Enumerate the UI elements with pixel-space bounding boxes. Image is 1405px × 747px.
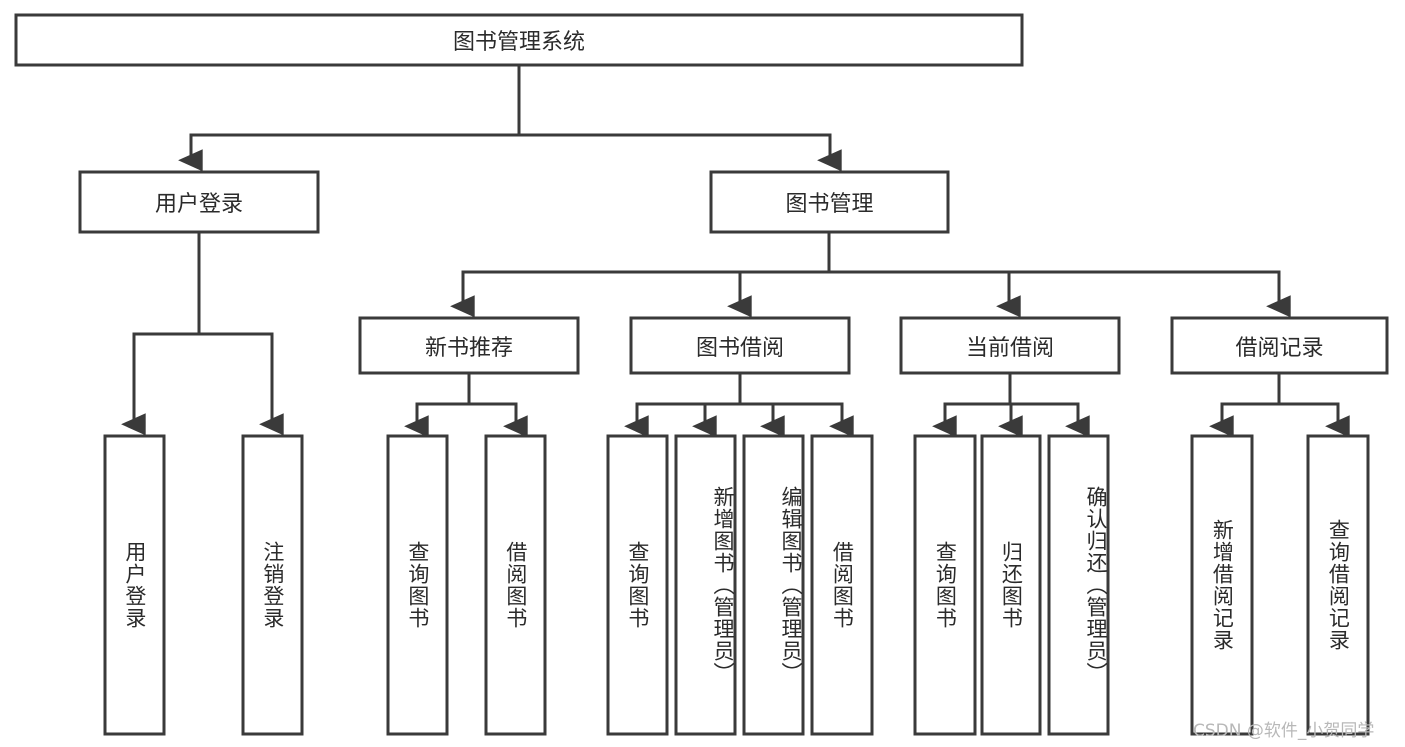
edge-group-root [178, 63, 842, 172]
leaf-edit-book-admin[interactable] [742, 434, 805, 736]
leaf-user-login[interactable] [103, 434, 166, 736]
node-borrow-record[interactable] [1170, 316, 1389, 375]
edge-group-user-login [121, 230, 284, 436]
node-new-book-recommend[interactable] [358, 316, 580, 375]
edge-group-borrow-record [1209, 371, 1350, 438]
leaf-confirm-return-admin[interactable] [1047, 434, 1110, 736]
node-current-borrow[interactable] [899, 316, 1121, 375]
leaf-add-borrow-record[interactable] [1190, 434, 1254, 736]
leaf-query-book-1[interactable] [386, 434, 449, 736]
watermark: CSDN @软件_小贺同学 [1193, 721, 1375, 741]
node-user-login[interactable] [78, 170, 320, 234]
leaf-query-book-2[interactable] [606, 434, 669, 736]
leaf-query-borrow-record[interactable] [1306, 434, 1370, 736]
node-book-manage[interactable] [709, 170, 950, 234]
node-book-borrow[interactable] [629, 316, 851, 375]
leaf-add-book-admin[interactable] [674, 434, 737, 736]
edge-group-current-borrow [932, 371, 1090, 438]
leaf-logout[interactable] [241, 434, 304, 736]
edge-group-borrow [624, 371, 854, 438]
leaf-borrow-book-1[interactable] [484, 434, 547, 736]
edge-group-book-manage [450, 230, 1291, 318]
node-root[interactable] [14, 13, 1024, 67]
leaf-query-book-3[interactable] [913, 434, 977, 736]
leaf-borrow-book-2[interactable] [810, 434, 874, 736]
edge-group-new-book [404, 371, 528, 438]
leaf-return-book[interactable] [980, 434, 1042, 736]
